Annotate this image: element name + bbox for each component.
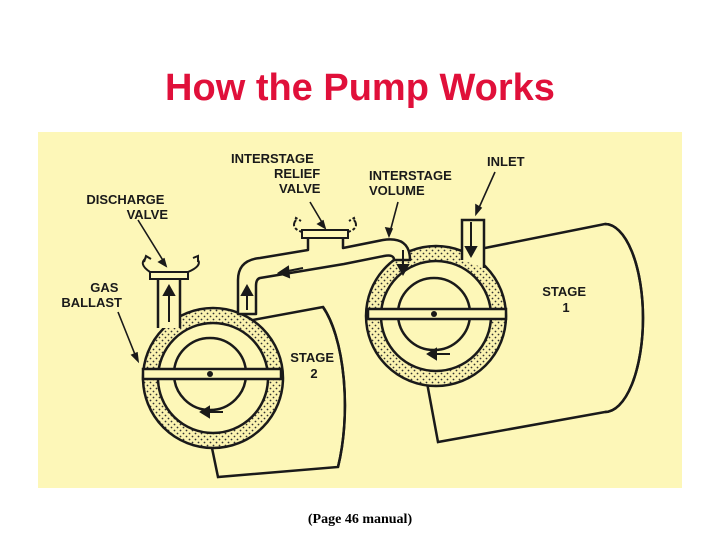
leader-relief-valve (309, 201, 327, 230)
leader-inlet (475, 171, 496, 217)
relief-exhaust-arrows (293, 216, 357, 233)
label-interstage-volume: INTERSTAGE VOLUME (369, 168, 455, 198)
pump-diagram: INTERSTAGE RELIEF VALVE INTERSTAGE VOLUM… (38, 132, 682, 488)
discharge-exhaust-arrows (141, 254, 200, 273)
stage-2-up-arrow (240, 283, 254, 310)
flow-arrows (141, 216, 478, 419)
relief-valve-cap (301, 229, 349, 239)
discharge-up-arrow (162, 283, 176, 322)
page-caption: (Page 46 manual) (307, 512, 413, 527)
leader-gas-ballast (117, 311, 140, 364)
label-discharge-valve: DISCHARGE VALVE (86, 192, 168, 222)
label-gas-ballast: GAS BALLAST (61, 280, 122, 310)
discharge-valve-cap (149, 271, 189, 280)
interstage-pipe (236, 234, 412, 316)
stage-1-rotation-arrow (426, 347, 450, 361)
inlet-arrow (464, 222, 478, 259)
volume-arrow (396, 250, 410, 277)
slide-title: How the Pump Works (165, 67, 555, 109)
leader-interstage-volume (384, 201, 399, 239)
stage-1-end (364, 244, 508, 388)
inlet-pipe (460, 218, 486, 268)
interstage-flow-arrow (276, 265, 304, 279)
stage-2-end (141, 306, 285, 450)
label-stage-2: STAGE 2 (290, 350, 337, 381)
leader-lines (117, 171, 496, 364)
label-stage-1: STAGE 1 (542, 284, 589, 315)
label-inlet: INLET (487, 154, 525, 169)
label-interstage-relief-valve: INTERSTAGE RELIEF VALVE (231, 151, 324, 196)
leader-discharge-valve (137, 219, 168, 268)
stage-2-rotation-arrow (199, 405, 223, 419)
